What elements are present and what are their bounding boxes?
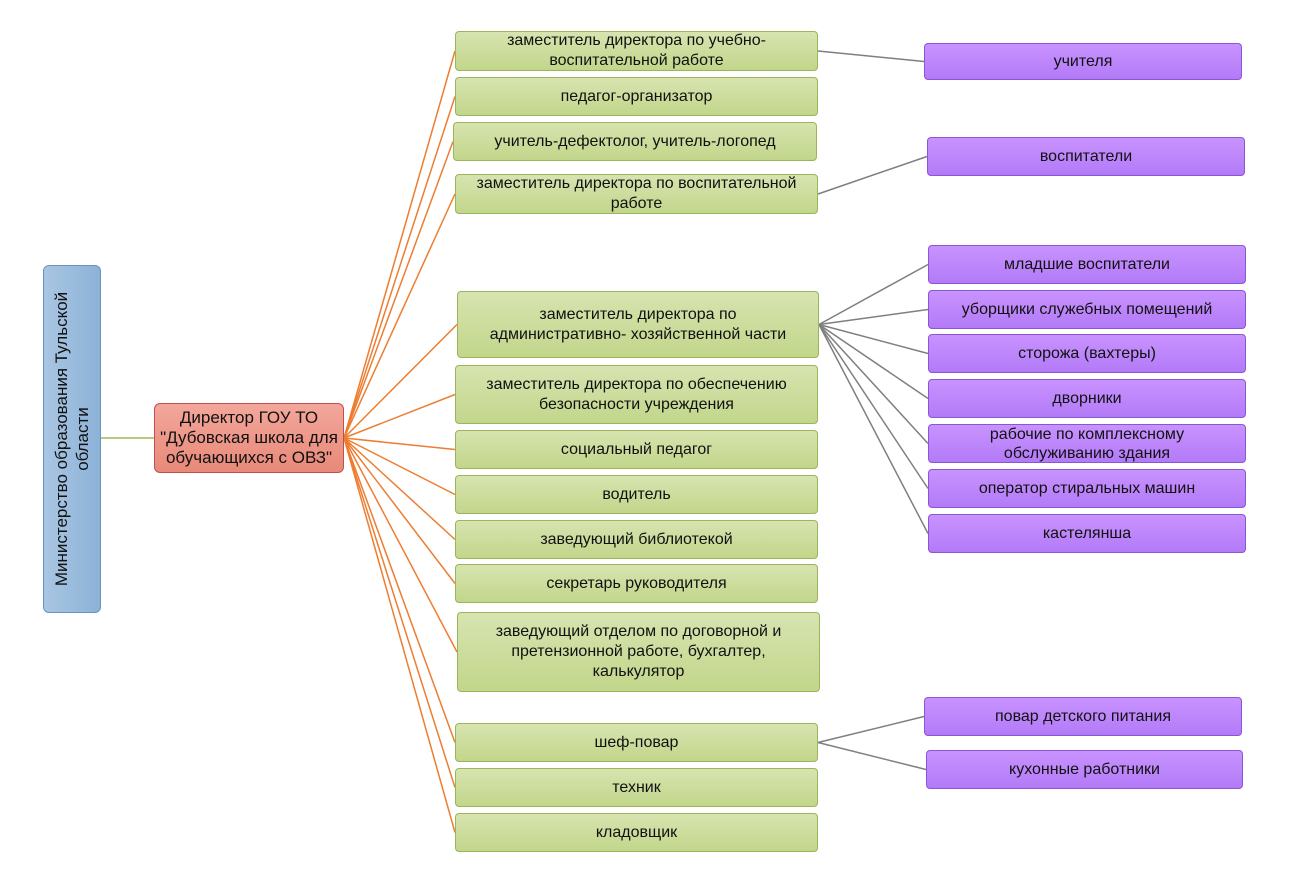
deputy-node-d1[interactable]: заместитель директора по учебно-воспитат…: [455, 31, 818, 71]
ministry-label-line2: области: [73, 407, 92, 471]
deputy-label: заместитель директора по административно…: [489, 305, 787, 343]
deputy-label: заместитель директора по воспитательной …: [476, 175, 797, 212]
staff-label: рабочие по комплексному обслуживанию зда…: [989, 425, 1185, 462]
deputy-node-d4[interactable]: заместитель директора по воспитательной …: [455, 174, 818, 214]
deputy-node-d13[interactable]: техник: [455, 768, 818, 807]
deputy-label: шеф-повар: [594, 733, 679, 751]
deputy-node-d14[interactable]: кладовщик: [455, 813, 818, 852]
edge-d1-s1: [817, 50, 925, 63]
deputy-node-d3[interactable]: учитель-дефектолог, учитель-логопед: [453, 122, 817, 161]
staff-node-s1[interactable]: учителя: [924, 43, 1242, 80]
staff-node-s4[interactable]: уборщики служебных помещений: [928, 290, 1246, 329]
staff-label: воспитатели: [1039, 147, 1133, 165]
deputy-node-d5[interactable]: заместитель директора по административно…: [457, 291, 819, 358]
edge-director-d13: [343, 437, 456, 788]
staff-node-s11[interactable]: кухонные работники: [926, 750, 1243, 789]
staff-node-s8[interactable]: оператор стиральных машин: [928, 469, 1246, 508]
staff-label: повар детского питания: [995, 707, 1171, 725]
edge-director-d8: [343, 437, 456, 496]
edge-director-d10: [343, 437, 456, 584]
staff-label: кухонные работники: [1009, 760, 1160, 778]
edge-d5-s7: [818, 323, 929, 445]
staff-label: сторожа (вахтеры): [1018, 344, 1156, 362]
edge-d5-s4: [818, 308, 929, 326]
deputy-label: заместитель директора по учебно-воспитат…: [507, 32, 766, 69]
deputy-node-d8[interactable]: водитель: [455, 475, 818, 514]
edge-director-d11: [343, 437, 458, 653]
staff-label: младшие воспитатели: [1004, 255, 1170, 273]
deputy-label: заместитель директора по обеспечению без…: [486, 375, 787, 413]
deputy-node-d10[interactable]: секретарь руководителя: [455, 564, 818, 603]
staff-node-s5[interactable]: сторожа (вахтеры): [928, 334, 1246, 373]
edge-d5-s3: [818, 263, 929, 326]
deputy-label: социальный педагог: [560, 440, 713, 458]
staff-label: учителя: [1053, 52, 1113, 70]
deputy-node-d12[interactable]: шеф-повар: [455, 723, 818, 762]
deputy-node-d6[interactable]: заместитель директора по обеспечению без…: [455, 365, 818, 424]
director-label: Директор ГОУ ТО "Дубовская школа для обу…: [160, 408, 338, 467]
staff-label: кастелянша: [1042, 524, 1132, 542]
edge-d4-s2: [817, 155, 928, 195]
edge-director-d12: [343, 437, 456, 743]
deputy-node-d2[interactable]: педагог-организатор: [455, 77, 818, 116]
ministry-label: Министерство образования Тульской област…: [51, 292, 93, 586]
deputy-label: заведующий отделом по договорной и прете…: [495, 623, 782, 680]
edge-director-d5: [343, 323, 458, 439]
edge-director-d9: [343, 437, 456, 541]
deputy-label: педагог-организатор: [560, 87, 713, 105]
edge-d5-s5: [818, 323, 929, 355]
edge-d5-s9: [818, 324, 929, 534]
deputy-label: водитель: [602, 485, 671, 503]
edge-d12-s10: [817, 715, 925, 744]
deputy-node-d9[interactable]: заведующий библиотекой: [455, 520, 818, 559]
staff-node-s9[interactable]: кастелянша: [928, 514, 1246, 553]
deputy-label: кладовщик: [595, 823, 678, 841]
ministry-label-line1: Министерство образования Тульской: [52, 291, 71, 587]
deputy-label: учитель-дефектолог, учитель-логопед: [494, 132, 776, 150]
staff-node-s10[interactable]: повар детского питания: [924, 697, 1242, 736]
edge-director-d6: [343, 393, 456, 439]
deputy-label: техник: [612, 778, 661, 796]
deputy-label: секретарь руководителя: [546, 574, 727, 592]
edge-director-d2: [343, 96, 456, 439]
edge-d5-s8: [818, 324, 929, 489]
deputy-label: заведующий библиотекой: [540, 530, 733, 548]
edge-director-d14: [343, 437, 456, 833]
staff-label: оператор стиральных машин: [978, 479, 1196, 497]
staff-node-s3[interactable]: младшие воспитатели: [928, 245, 1246, 284]
staff-label: уборщики служебных помещений: [961, 300, 1213, 318]
ministry-node[interactable]: Министерство образования Тульской област…: [43, 265, 101, 613]
edge-director-d3: [343, 141, 454, 439]
director-node[interactable]: Директор ГОУ ТО "Дубовская школа для обу…: [154, 403, 344, 473]
edge-d12-s11: [817, 741, 927, 771]
deputy-node-d11[interactable]: заведующий отделом по договорной и прете…: [457, 612, 820, 692]
edge-d5-s6: [818, 323, 929, 400]
staff-node-s7[interactable]: рабочие по комплексному обслуживанию зда…: [928, 424, 1246, 463]
edge-director-d1: [343, 50, 456, 439]
staff-node-s2[interactable]: воспитатели: [927, 137, 1245, 176]
staff-label: дворники: [1052, 389, 1122, 407]
deputy-node-d7[interactable]: социальный педагог: [455, 430, 818, 469]
edge-director-d4: [343, 193, 456, 439]
staff-node-s6[interactable]: дворники: [928, 379, 1246, 418]
edge-director-d7: [343, 437, 456, 451]
